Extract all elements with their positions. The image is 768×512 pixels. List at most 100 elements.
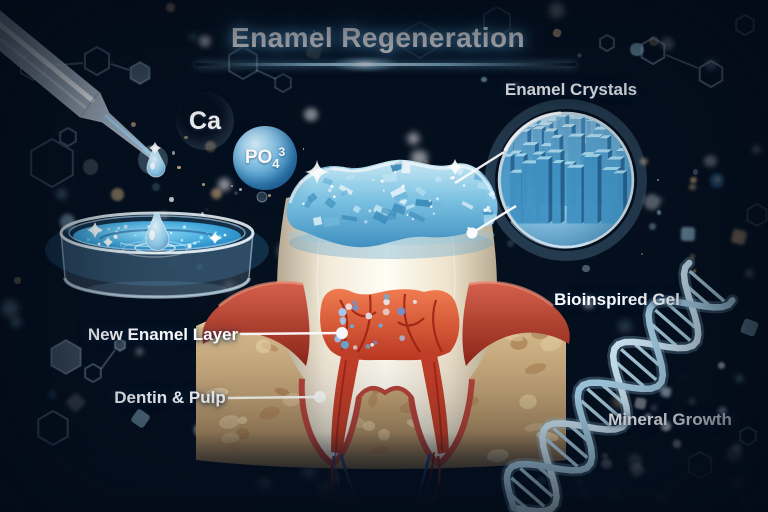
bokeh-dot bbox=[718, 406, 727, 416]
hexagon-molecule-icon bbox=[113, 337, 127, 353]
ice-crystal-chunk bbox=[414, 186, 427, 197]
frost-dot bbox=[367, 162, 370, 165]
crystal-cap-body bbox=[286, 159, 498, 248]
gel-sparkle bbox=[208, 234, 211, 237]
frost-dot bbox=[486, 209, 489, 212]
frost-dot bbox=[483, 208, 488, 212]
bokeh-dot bbox=[689, 253, 695, 260]
bokeh-dot bbox=[304, 107, 318, 122]
crystal-prism-top bbox=[532, 151, 546, 155]
gel-sparkle bbox=[180, 239, 184, 242]
hexagon-molecule-icon bbox=[735, 13, 755, 37]
hexagon-molecule-icon bbox=[403, 20, 437, 60]
enamel-crystals-magnifier-icon bbox=[485, 99, 647, 261]
crystal-prism-top bbox=[626, 115, 631, 117]
mineral-particle bbox=[352, 345, 358, 350]
bokeh-dot bbox=[59, 214, 75, 230]
callout-leader-lines bbox=[227, 150, 517, 403]
bokeh-dot bbox=[205, 208, 208, 211]
ice-crystal-chunk bbox=[434, 175, 442, 183]
gel-sparkle bbox=[117, 226, 120, 230]
crystal-prism-top bbox=[521, 142, 539, 146]
molecule-bond-line bbox=[110, 63, 130, 71]
frost-dot bbox=[428, 199, 432, 203]
hexagon-molecule-icon bbox=[84, 362, 102, 384]
title-streak-flare bbox=[330, 56, 400, 72]
gel-sparkle bbox=[120, 244, 122, 247]
crystal-prism-side bbox=[548, 156, 553, 224]
phosphate-symbol: PO43 bbox=[244, 145, 286, 171]
crystal-prism-top bbox=[631, 116, 645, 119]
ice-crystal-chunk bbox=[338, 184, 354, 196]
gel-sparkle bbox=[223, 233, 227, 237]
bokeh-dot bbox=[680, 375, 684, 379]
ice-crystal-chunk bbox=[322, 216, 340, 227]
crystal-prism-top bbox=[555, 115, 570, 117]
mineral-particle bbox=[383, 293, 390, 301]
mineral-particle bbox=[352, 304, 359, 311]
ice-crystal-chunk bbox=[372, 210, 389, 225]
crystal-prism-side bbox=[638, 114, 642, 136]
frost-dot bbox=[429, 205, 433, 208]
crystal-prism-top bbox=[610, 104, 625, 107]
bokeh-dot bbox=[736, 375, 743, 383]
molecule-bond-line bbox=[665, 54, 699, 69]
crystal-prism-front bbox=[601, 169, 617, 224]
dna-rung bbox=[651, 323, 678, 347]
bone-texture-blob bbox=[524, 422, 543, 432]
bone-texture-blob bbox=[363, 421, 375, 431]
mineral-particle bbox=[412, 299, 417, 304]
mineral-particle bbox=[365, 343, 371, 349]
crystal-prism-top bbox=[566, 164, 586, 168]
bokeh-dot bbox=[640, 252, 644, 256]
ice-crystal-chunk bbox=[383, 173, 397, 183]
hexagon-molecule-icon bbox=[746, 202, 768, 228]
frost-dot bbox=[308, 162, 312, 166]
pipette-droplet-icon bbox=[146, 148, 166, 178]
gel-sparkle bbox=[123, 224, 128, 229]
bokeh-dot bbox=[165, 3, 175, 13]
hexagon-molecule-icon bbox=[599, 33, 615, 53]
bokeh-dot bbox=[583, 296, 595, 309]
bokeh-dot bbox=[657, 196, 664, 203]
crystal-prism-top bbox=[613, 110, 630, 113]
gum-tissue bbox=[202, 280, 570, 366]
ice-crystal-chunk bbox=[324, 197, 337, 209]
dna-strand bbox=[510, 259, 702, 512]
bokeh-dot bbox=[751, 144, 762, 155]
ice-crystal-chunk bbox=[461, 200, 474, 210]
crystal-prism-top bbox=[514, 153, 528, 157]
mineral-particle bbox=[373, 340, 378, 345]
bokeh-dot bbox=[717, 362, 725, 370]
crystal-prism-top bbox=[562, 161, 577, 165]
frost-dot bbox=[411, 217, 415, 221]
bokeh-dot bbox=[56, 189, 67, 199]
crystal-prism-top bbox=[607, 156, 625, 160]
pipette-icon bbox=[0, 10, 168, 178]
crystal-prism-side bbox=[597, 154, 602, 224]
gel-sparkle bbox=[199, 235, 204, 240]
crystal-prism-top bbox=[585, 134, 604, 138]
frost-dot bbox=[333, 195, 336, 199]
ice-crystal-chunk bbox=[341, 214, 358, 222]
calcium-ion-icon: Ca bbox=[176, 92, 234, 150]
gel-sparkle bbox=[134, 234, 137, 237]
petri-dish-icon bbox=[45, 211, 269, 299]
dna-rung bbox=[552, 427, 589, 459]
falling-droplet-icon bbox=[145, 212, 170, 251]
crystal-prism-top bbox=[499, 108, 517, 111]
bokeh-dot bbox=[507, 240, 514, 248]
bokeh-dot bbox=[199, 34, 212, 47]
pulp-vessels bbox=[335, 293, 443, 451]
mineral-particle bbox=[338, 308, 347, 317]
bokeh-dot bbox=[171, 151, 175, 155]
bokeh-dot bbox=[630, 43, 644, 57]
bokeh-dot bbox=[704, 154, 718, 168]
bokeh-dot bbox=[656, 179, 659, 182]
crystal-prism-top bbox=[561, 124, 576, 128]
crystal-prism-side bbox=[560, 160, 565, 224]
bokeh-dot bbox=[111, 188, 125, 202]
bokeh-dot bbox=[706, 59, 716, 70]
bokeh-dot bbox=[217, 177, 231, 192]
